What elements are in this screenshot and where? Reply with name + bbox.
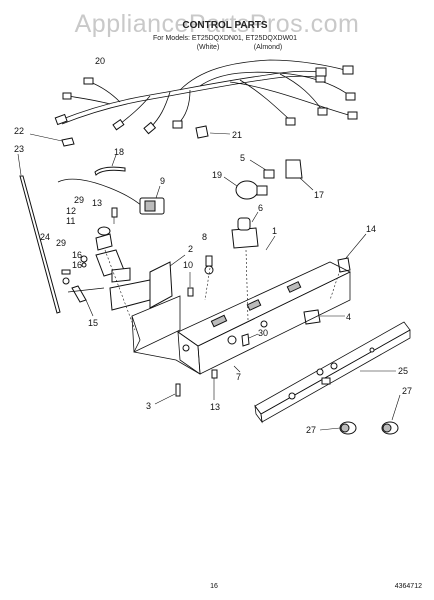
part-6-socket [231, 211, 259, 249]
callout-24: 24 [40, 232, 50, 242]
callout-10: 10 [183, 260, 193, 270]
part-12-11-control [80, 226, 131, 283]
part-4-clip [303, 309, 345, 325]
diagram-title: CONTROL PARTS [182, 20, 268, 31]
callout-17: 17 [314, 190, 324, 200]
callout-2: 2 [188, 244, 193, 254]
callout-25: 25 [398, 366, 408, 376]
callout-9: 9 [160, 176, 165, 186]
callout-12: 12 [66, 206, 76, 216]
callout-1: 1 [272, 226, 277, 236]
part-9-thermostat [139, 185, 165, 215]
page-number: 16 [210, 583, 218, 590]
part-2-bracket [109, 254, 186, 311]
wire-harness [54, 59, 358, 135]
part-22-bracket [29, 133, 75, 147]
callout-19: 19 [212, 170, 222, 180]
callout-8: 8 [202, 232, 207, 242]
callout-16-a: 16 [72, 250, 82, 260]
callout-20: 20 [95, 56, 105, 66]
part-14-knob [337, 233, 367, 273]
callout-5: 5 [240, 153, 245, 163]
part-13-lower-screw [211, 369, 218, 400]
part-number: 4364712 [395, 583, 422, 590]
callout-16-b: 16 [72, 260, 82, 270]
part-25-panel [254, 321, 411, 424]
variant-white: (White) [197, 44, 220, 51]
part-1-housing [131, 235, 351, 375]
callout-29-mid: 29 [56, 238, 66, 248]
part-24-29-15-assembly [61, 269, 105, 317]
callout-22: 22 [14, 126, 24, 136]
part-10-screw [187, 272, 194, 297]
callout-7: 7 [236, 372, 241, 382]
callout-3: 3 [146, 401, 151, 411]
part-30-screw [241, 333, 259, 347]
callout-15: 15 [88, 318, 98, 328]
part-19-bulb [223, 176, 268, 200]
callout-6: 6 [258, 203, 263, 213]
part-27-knob-left [319, 421, 357, 435]
model-line: For Models: ET25DQXDN01, ET25DQXDW01 [153, 35, 297, 42]
callout-13-top: 13 [92, 198, 102, 208]
part-13-screw [111, 207, 118, 224]
part-8-nut [204, 255, 214, 275]
callout-4: 4 [346, 312, 351, 322]
callout-23: 23 [14, 144, 24, 154]
watermark: AppliancePartsPros.com [75, 10, 360, 38]
callout-29-top: 29 [74, 195, 84, 205]
part-27-knob-right [381, 394, 401, 435]
variant-almond: (Almond) [254, 44, 282, 51]
part-5-17-switch [249, 159, 314, 191]
callout-14: 14 [366, 224, 376, 234]
part-18-tube [94, 154, 126, 176]
callout-27-left: 27 [306, 425, 316, 435]
callout-30: 30 [258, 328, 268, 338]
callout-13-bottom: 13 [210, 402, 220, 412]
part-3-screw [154, 383, 181, 405]
callout-27-right: 27 [402, 386, 412, 396]
part-21-clip [195, 125, 231, 139]
part-23-rod [17, 153, 61, 314]
callout-11: 11 [66, 216, 75, 226]
callout-21: 21 [232, 130, 242, 140]
callout-18: 18 [114, 147, 124, 157]
